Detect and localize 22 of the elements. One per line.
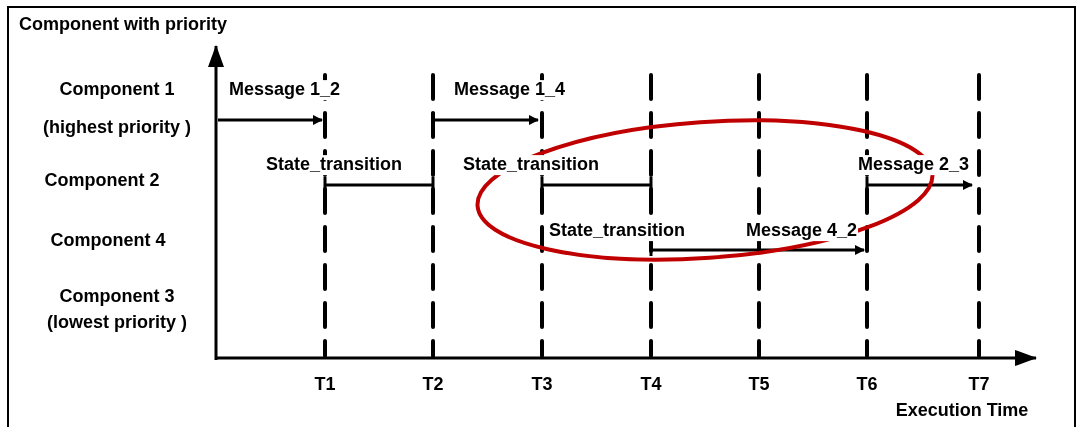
tick-label: T5 — [747, 375, 771, 395]
state-label: State_transition — [265, 155, 404, 175]
row-label: Component 1 — [58, 80, 176, 100]
tick-label: T3 — [530, 375, 554, 395]
row-label: Component 3 — [58, 287, 176, 307]
message-label: Message 1_4 — [453, 80, 567, 100]
tick-label: T6 — [855, 375, 879, 395]
message-label: Message 4_2 — [745, 221, 859, 241]
row-label: (highest priority ) — [42, 118, 192, 138]
state-label: State_transition — [462, 155, 601, 175]
tick-label: T7 — [967, 375, 991, 395]
tick-label: T4 — [639, 375, 663, 395]
row-label: Component 2 — [43, 171, 161, 191]
tick-label: T2 — [421, 375, 445, 395]
axis-title: Component with priority — [18, 15, 228, 35]
row-label: Component 4 — [49, 231, 167, 251]
state-label: State_transition — [548, 221, 687, 241]
axis-title: Execution Time — [894, 401, 1030, 421]
row-label: (lowest priority ) — [46, 313, 188, 333]
tick-label: T1 — [313, 375, 337, 395]
message-label: Message 2_3 — [857, 155, 971, 175]
message-label: Message 1_2 — [228, 80, 342, 100]
